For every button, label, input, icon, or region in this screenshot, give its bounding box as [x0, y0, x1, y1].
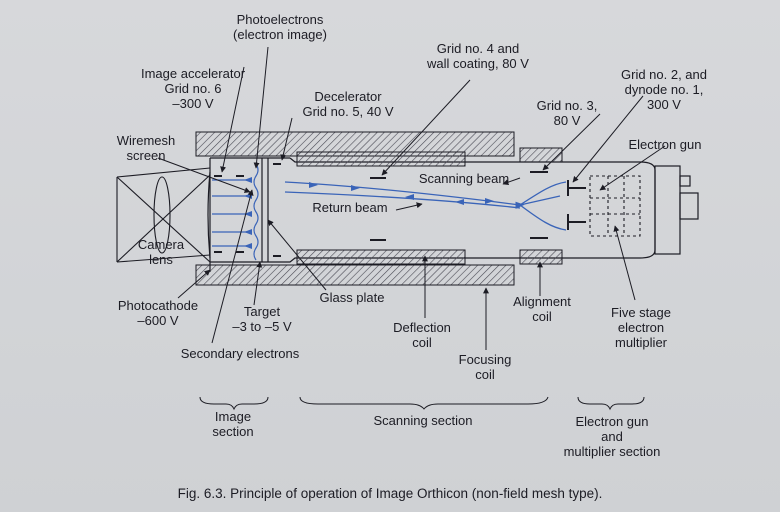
label-gun-section: Electron gun and multiplier section	[550, 414, 674, 459]
label-gun-section-line-2: and	[601, 429, 623, 444]
leader-lines	[157, 46, 666, 350]
label-deflection-coil: Deflection coil	[380, 320, 464, 350]
label-image-section-line-1: Image	[214, 409, 252, 424]
label-target-line-1: Target	[243, 304, 281, 319]
label-electron-gun-line-1: Electron gun	[628, 137, 702, 152]
label-image-section: Image section	[198, 409, 268, 439]
label-scanning-section: Scanning section	[363, 413, 483, 428]
label-target: Target –3 to –5 V	[222, 304, 302, 334]
label-camera-lens-line-1: Camera	[137, 237, 185, 252]
figure-caption: Fig. 6.3. Principle of operation of Imag…	[177, 486, 603, 501]
label-photocathode: Photocathode –600 V	[106, 298, 210, 328]
grid-electrodes	[214, 163, 548, 257]
label-image-accelerator-line-3: –300 V	[172, 96, 214, 111]
label-decelerator-line-2: Grid no. 5, 40 V	[302, 104, 394, 119]
label-alignment-coil: Alignment coil	[500, 294, 584, 324]
label-camera-lens-line-2: lens	[149, 252, 173, 267]
label-photocathode-line-1: Photocathode	[117, 298, 199, 313]
label-wiremesh-line-1: Wiremesh	[116, 133, 176, 148]
label-secondary-electrons: Secondary electrons	[170, 346, 310, 361]
label-return-beam-line-1: Return beam	[312, 200, 388, 215]
label-focusing-coil-line-2: coil	[475, 367, 495, 382]
label-grid-2: Grid no. 2, and dynode no. 1, 300 V	[604, 67, 724, 112]
label-scanning-beam-line-1: Scanning beam	[418, 171, 510, 186]
label-decelerator: Decelerator Grid no. 5, 40 V	[288, 89, 408, 119]
label-photoelectrons-line-2: (electron image)	[233, 27, 327, 42]
label-deflection-coil-line-2: coil	[412, 335, 432, 350]
section-braces	[199, 396, 645, 411]
label-image-accelerator-line-1: Image accelerator	[140, 66, 246, 81]
label-grid-3-line-2: 80 V	[553, 113, 581, 128]
label-scanning-beam: Scanning beam	[404, 171, 524, 186]
label-grid-2-line-3: 300 V	[647, 97, 681, 112]
coil-hatches	[195, 131, 563, 286]
label-grid-2-line-1: Grid no. 2, and	[621, 67, 707, 82]
label-electron-gun: Electron gun	[615, 137, 715, 152]
label-decelerator-line-1: Decelerator	[314, 89, 382, 104]
label-photoelectrons-line-1: Photoelectrons	[236, 12, 324, 27]
label-five-stage-line-2: electron	[617, 320, 665, 335]
tube-envelope	[207, 157, 699, 272]
label-grid-3: Grid no. 3, 80 V	[522, 98, 612, 128]
label-deflection-coil-line-1: Deflection	[393, 320, 451, 335]
label-alignment-coil-line-2: coil	[532, 309, 552, 324]
label-glass-plate-line-1: Glass plate	[319, 290, 385, 305]
label-five-stage-line-3: multiplier	[614, 335, 667, 350]
label-focusing-coil: Focusing coil	[443, 352, 527, 382]
label-gun-section-line-3: multiplier section	[563, 444, 661, 459]
label-photoelectrons: Photoelectrons (electron image)	[215, 12, 345, 42]
target-plate	[253, 163, 259, 261]
label-secondary-electrons-line-1: Secondary electrons	[180, 346, 300, 361]
label-wiremesh: Wiremesh screen	[106, 133, 186, 163]
label-image-section-line-2: section	[212, 424, 254, 439]
label-five-stage: Five stage electron multiplier	[596, 305, 686, 350]
electron-gun	[567, 175, 641, 237]
label-wiremesh-line-2: screen	[126, 148, 166, 163]
label-five-stage-line-1: Five stage	[611, 305, 671, 320]
label-grid-4-line-2: wall coating, 80 V	[427, 56, 529, 71]
label-return-beam: Return beam	[300, 200, 400, 215]
electron-beams	[212, 179, 567, 247]
label-glass-plate: Glass plate	[307, 290, 397, 305]
camera-lens	[116, 167, 211, 263]
label-grid-3-line-1: Grid no. 3,	[536, 98, 598, 113]
label-grid-4: Grid no. 4 and wall coating, 80 V	[408, 41, 548, 71]
label-grid-2-line-2: dynode no. 1,	[624, 82, 704, 97]
beam-arrowheads	[244, 177, 494, 249]
label-focusing-coil-line-1: Focusing	[458, 352, 512, 367]
label-image-accelerator: Image accelerator Grid no. 6 –300 V	[128, 66, 258, 111]
label-image-accelerator-line-2: Grid no. 6	[164, 81, 222, 96]
label-target-line-2: –3 to –5 V	[232, 319, 292, 334]
label-camera-lens: Camera lens	[126, 237, 196, 267]
label-alignment-coil-line-1: Alignment	[513, 294, 571, 309]
label-scanning-section-line-1: Scanning section	[373, 413, 473, 428]
label-photocathode-line-2: –600 V	[137, 313, 179, 328]
label-grid-4-line-1: Grid no. 4 and	[436, 41, 520, 56]
label-gun-section-line-1: Electron gun	[575, 414, 649, 429]
